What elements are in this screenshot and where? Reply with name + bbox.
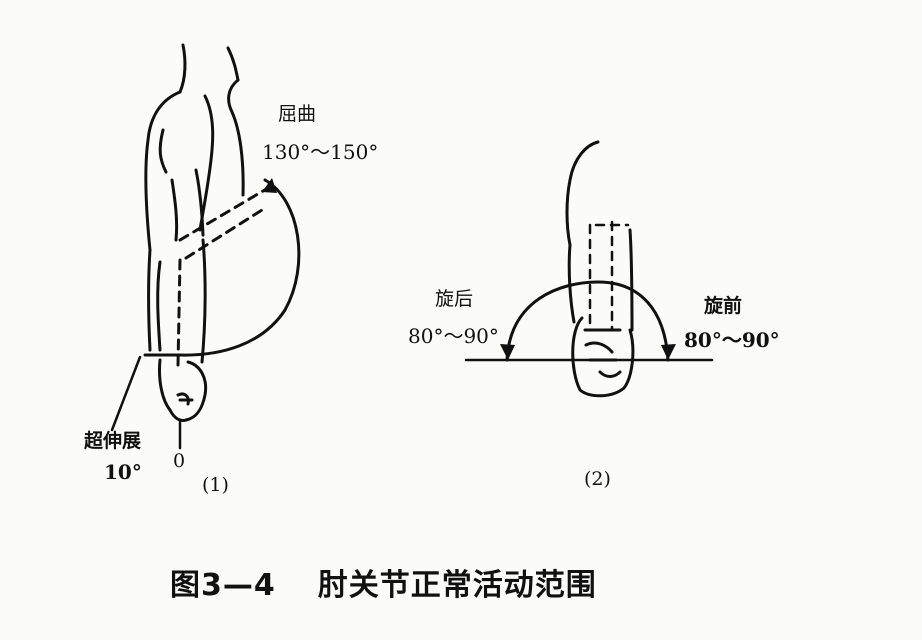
figure1-hyperextension-pointer	[110, 355, 142, 432]
panel1-label: (1)	[202, 474, 229, 496]
supination-label: 旋后	[435, 288, 474, 310]
hyperextension-value: 10°	[104, 460, 142, 484]
caption-title: 肘关节正常活动范围	[317, 568, 597, 603]
figure1-body-outline	[144, 43, 245, 422]
figure1-flexed-forearm	[176, 186, 270, 367]
panel2-label: (2)	[584, 468, 611, 490]
figure2-rotation-arc	[505, 280, 670, 362]
flexion-label: 屈曲	[278, 103, 317, 125]
figure2-arc-arrow-right	[661, 344, 676, 360]
hyperextension-label: 超伸展	[84, 430, 142, 452]
zero-position-label: 0	[173, 450, 186, 472]
pronation-range-label: 80°～90°	[684, 328, 780, 352]
supination-range-label: 80°～90°	[408, 324, 499, 348]
figure2-arc-arrow-left	[500, 344, 515, 360]
figure1-flexion-arc	[178, 178, 301, 357]
figure1-arc-arrowhead	[262, 178, 277, 193]
figure2-forearm-outline	[565, 140, 635, 398]
figure-caption: 图3—4 肘关节正常活动范围	[170, 560, 670, 604]
figure2-rotated-arm-dashed	[588, 220, 630, 332]
caption-number: 图3—4	[170, 568, 276, 603]
pronation-label: 旋前	[704, 295, 743, 317]
flexion-range-label: 130°～150°	[262, 140, 379, 164]
